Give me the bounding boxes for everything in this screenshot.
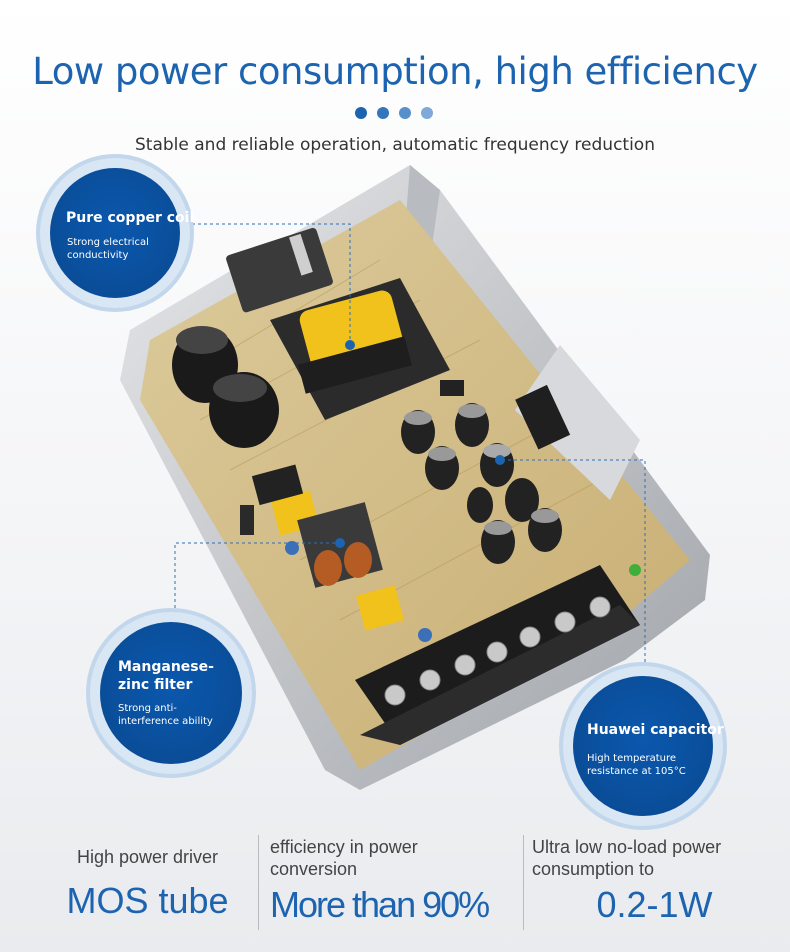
- stat-label: Ultra low no-load power consumption to: [532, 837, 722, 879]
- stat-value: MOS tube: [66, 880, 229, 921]
- callout-line-capacitor: [500, 459, 646, 680]
- capacitor-cluster: [401, 403, 562, 564]
- dot: [377, 107, 389, 119]
- stat-no-load-power: Ultra low no-load power consumption to 0…: [532, 836, 777, 926]
- divider: [523, 835, 524, 930]
- dot: [399, 107, 411, 119]
- callout-huawei-capacitor: Huawei capacitor High temperature resist…: [573, 676, 724, 816]
- stat-label: efficiency in power conversion: [270, 837, 418, 879]
- divider: [258, 835, 259, 930]
- stat-label: High power driver: [76, 847, 219, 867]
- callout-title: Huawei capacitor: [587, 722, 724, 738]
- stat-mos-tube: High power driver MOS tube: [40, 846, 255, 922]
- callout-line-coil: [180, 223, 351, 345]
- callout-desc: High temperature resistance at 105°C: [587, 753, 686, 777]
- stat-value: More than 90%: [270, 884, 490, 925]
- callout-desc: Strong electrical conductivity: [67, 237, 149, 261]
- callout-title: Pure copper coil: [66, 210, 195, 226]
- dot: [421, 107, 433, 119]
- power-supply-image: [120, 165, 710, 790]
- callout-pure-copper-coil: Pure copper coil Strong electrical condu…: [50, 168, 194, 298]
- page-subtitle: Stable and reliable operation, automatic…: [135, 135, 655, 155]
- decorative-dots: [355, 107, 433, 119]
- callout-desc: Strong anti-interference ability: [118, 703, 213, 727]
- stat-value: 0.2-1W: [596, 884, 713, 925]
- stat-efficiency: efficiency in power conversion More than…: [270, 836, 520, 926]
- callout-manganese-zinc-filter: Manganese-zinc filter Strong anti-interf…: [100, 622, 242, 764]
- dot: [355, 107, 367, 119]
- page-title: Low power consumption, high efficiency: [32, 50, 758, 93]
- callout-line-filter: [174, 542, 340, 620]
- callout-title: Manganese-zinc filter: [118, 659, 214, 693]
